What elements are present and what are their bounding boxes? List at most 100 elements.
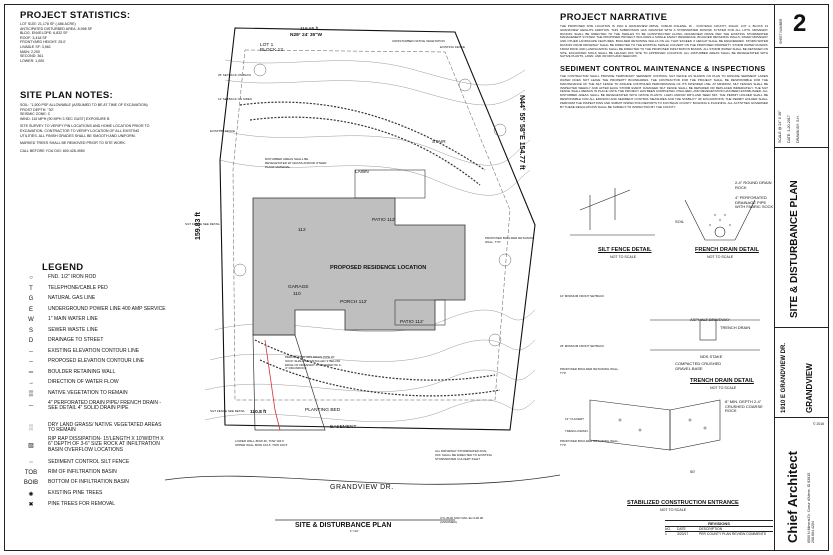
legend-label: TELEPHONE/CABLE PED xyxy=(48,284,108,291)
dim-right: N44° 55' 58"E 154.77 ft xyxy=(518,95,525,170)
legend-label: RIP RAP DISSIPATION- 15'LENGTH X 10'WIDT… xyxy=(48,436,164,453)
sheet-number-label: SHEET NUMBER xyxy=(779,18,783,44)
sediment-title: SEDIMENT CONTROL MAINTENANCE & INSPECTIO… xyxy=(560,64,766,74)
date-label: DATE: 3-20-2017 xyxy=(787,115,791,143)
stat-line: LOT SIZE: 21,178 SF (.486 ACRE) xyxy=(20,22,76,26)
plan-callout: PROPOSED BOULDER RETAINING WALL, TYP. xyxy=(560,439,620,447)
legend-symbol: S xyxy=(28,327,33,334)
plan-callout: SILT FENCE SEE DETAIL xyxy=(210,409,246,413)
dim-top: 118.65 ft xyxy=(300,27,319,32)
plan-callout: EXISTING FENCE xyxy=(440,45,466,49)
garage-elevation: 110 xyxy=(293,292,301,297)
legend-label: SEDIMENT CONTROL SILT FENCE xyxy=(48,458,130,465)
revisions-header: NO. DATE DESCRIPTION xyxy=(665,526,773,531)
plan-callout: SILT FENCE SEE DETAIL xyxy=(185,222,221,226)
revisions-table: REVISIONS NO. DATE DESCRIPTION 1 3/20/17… xyxy=(665,520,773,536)
revisions-title: REVISIONS xyxy=(708,521,730,526)
legend-symbol: T xyxy=(29,285,33,292)
plan-callout: LOWER WALL BOW 4ft, TOW 104.5 UPPER WALL… xyxy=(235,439,288,447)
copyright: © 2016 xyxy=(813,422,824,426)
planting-bed-label: PLANTING BED xyxy=(305,408,341,413)
easement-label: EASEMENT xyxy=(330,425,357,430)
stat-line: SECOND: 361 xyxy=(20,54,44,59)
construction-entrance-title: STABILIZED CONSTRUCTION ENTRANCE xyxy=(627,500,739,506)
legend-symbol: ─ xyxy=(28,403,34,410)
legend-item: →DIRECTION OF WATER FLOW xyxy=(20,379,168,386)
silt-fence-nts: NOT TO SCALE xyxy=(610,255,637,259)
construction-entrance-drawing xyxy=(589,399,721,451)
stat-line: ROOF: 3,418 SF xyxy=(20,35,47,40)
sheet-title: SITE & DISTURBANCE PLAN xyxy=(789,180,800,318)
driveway-outline xyxy=(252,334,326,431)
legend-label: DRAINAGE TO STREET xyxy=(48,337,104,344)
legend-symbol: ░ xyxy=(28,425,34,432)
legend-label: SEWER WASTE LINE xyxy=(48,326,98,333)
drawn-by-label: DRAWN BY: S.H. xyxy=(796,114,800,143)
legend-item: --PROPOSED ELEVATION CONTOUR LINE xyxy=(20,358,168,365)
plan-callout: PROPOSED BOULDER RETAINING WALL, TYP. xyxy=(485,236,535,244)
trench-drain-nts: NOT TO SCALE xyxy=(710,386,737,390)
plan-callout: CTL #100 SOD NAIL EL=100.00 (ASSUMED) xyxy=(440,516,484,524)
trench-drain-label-asphalt: ASPHALT DRIVEWAY xyxy=(690,317,730,322)
stat-line: BLDG. ENVELOPE: 6,832 SF xyxy=(20,31,68,36)
french-drain-detail-drawing xyxy=(684,199,756,241)
revision-date: 3/20/17 xyxy=(677,532,689,536)
legend-symbol: -- xyxy=(29,348,33,355)
sheet-number-cell: SHEET NUMBER 2 xyxy=(775,4,829,48)
note-line: SOIL: "1,500 PSF ALLOWABLE (ASSUMED TO B… xyxy=(20,103,148,107)
legend-item: ✺ EXISTING PINE TREES xyxy=(20,490,168,498)
legend-label: EXISTING ELEVATION CONTOUR LINE xyxy=(48,347,140,354)
narrative-body: THE PROPOSED SITE LOCATION IS 1910 E GRA… xyxy=(560,24,768,59)
trench-drain-label-stake: NDS STAKE xyxy=(700,354,723,359)
legend-item: T TELEPHONE/CABLE PED xyxy=(20,284,168,292)
legend-label: 4" PERFORATED DRAIN PIPE/ FRENCH DRAIN -… xyxy=(48,400,162,412)
bearing-top: N28° 24' 35"W xyxy=(290,33,322,38)
plan-callout: UNDISTURBED NATIVE VEGETATION xyxy=(392,39,445,43)
construction-entrance-nts: NOT TO SCALE xyxy=(660,508,687,512)
note-line: CALL BEFORE YOU DIG: 800.428.4950 xyxy=(20,148,85,153)
legend-label: RIM OF INFILTRATION BASIN xyxy=(48,468,117,475)
legend-symbol: W xyxy=(28,317,34,323)
revisions-row: 1 3/20/17 PER COUNTY PLAN REVIEW COMMENT… xyxy=(665,531,773,536)
project-narrative: PROJECT NARRATIVE THE PROPOSED SITE LOCA… xyxy=(560,12,768,109)
project-address: 1910 E GRANDVIEW DR. xyxy=(781,342,787,413)
legend-label: DIRECTION OF WATER FLOW xyxy=(48,379,119,386)
plan-callout: PERFORATED ADS DRAIN PIPE W/ SOCK SHALL … xyxy=(285,355,342,371)
revisions-header-date: DATE xyxy=(677,527,686,531)
garage-label: GARAGE xyxy=(288,285,309,290)
french-drain-nts: NOT TO SCALE xyxy=(707,255,734,259)
company-address: 6500 N Mineral Dr. Coeur d'Alene, ID 838… xyxy=(807,472,815,543)
legend-symbol: BOIB xyxy=(23,480,39,486)
plan-callout: 10' MINIMUM FRONT SETBACK xyxy=(560,294,605,298)
legend-item: ┄ SEDIMENT CONTROL SILT FENCE xyxy=(20,459,168,466)
legend-label: EXISTING PINE TREES xyxy=(48,490,103,497)
legend-item: ✖PINE TREES FOR REMOVAL xyxy=(20,501,168,508)
plan-callout: 12" CULVERT xyxy=(565,417,584,421)
french-drain-detail-title: FRENCH DRAIN DETAIL xyxy=(695,247,759,253)
french-drain-label-pipe: 4" PERFORATED DRAINAGE PIPE WITH FABRIC … xyxy=(735,195,774,210)
sheet-number: 2 xyxy=(793,10,807,37)
title-block: SHEET NUMBER 2 SCALE @ 24" X 36" DATE: 3… xyxy=(774,4,829,551)
plan-callout: ALL DRIVEWAY STORMWATER RUN-OFF SHALL BE… xyxy=(435,449,492,461)
entrance-label-length: 50' xyxy=(690,469,696,474)
project-statistics-lines: LOT SIZE: 21,178 SF (.486 ACRE)ANTICIPAT… xyxy=(20,22,160,63)
legend-symbol: ✺ xyxy=(28,491,34,498)
note-line: WIND: 115 MPH (90 MPH 3 SEC GUST) EXPOSU… xyxy=(20,116,110,121)
porch-label: PORCH 112' xyxy=(340,300,368,305)
site-plan-notes-lines: SOIL: "1,500 PSF ALLOWABLE (ASSUMED TO B… xyxy=(20,103,158,153)
boulder-retaining-walls xyxy=(239,101,501,397)
note-line: FROST DEPTH: "30" xyxy=(20,107,54,112)
legend-label: NATURAL GAS LINE xyxy=(48,295,96,302)
legend-title: LEGEND xyxy=(42,262,84,273)
stair-label: STAIR xyxy=(432,140,446,145)
site-plan-drawing xyxy=(165,27,560,521)
plan-callout: 25' MINIMUM FRONT SETBACK xyxy=(560,344,605,348)
legend-label: PINE TREES FOR REMOVAL xyxy=(48,500,116,507)
legend-symbol: ┄ xyxy=(29,460,33,466)
lawn-label: LAWN xyxy=(355,170,369,175)
legend-symbol: ▒ xyxy=(28,390,34,397)
revision-desc: PER COUNTY PLAN REVIEW COMMENTS xyxy=(699,532,767,536)
legend-symbol: ═ xyxy=(28,369,34,376)
revisions-header-desc: DESCRIPTION xyxy=(699,527,723,531)
